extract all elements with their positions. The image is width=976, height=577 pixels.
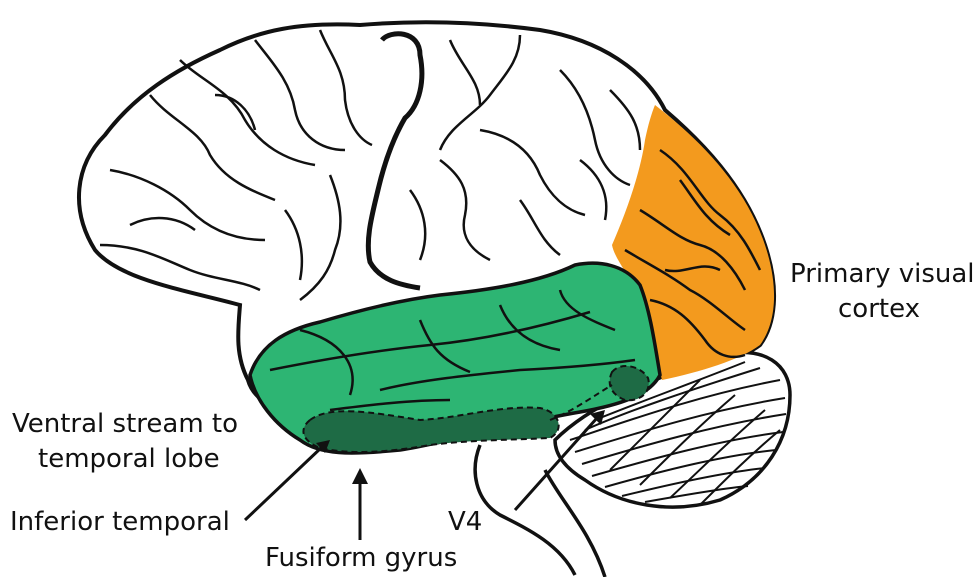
label-primary-visual-line2: cortex — [838, 294, 920, 324]
label-v4: V4 — [448, 507, 482, 537]
inferior-temporal-arrow — [245, 447, 322, 520]
label-primary-visual-line1: Primary visual — [790, 259, 975, 289]
v4-region — [610, 366, 649, 400]
label-ventral-line2: temporal lobe — [38, 444, 220, 474]
fusiform-arrowhead — [352, 468, 368, 484]
brainstem — [475, 445, 575, 575]
label-ventral-line1: Ventral stream to — [12, 409, 238, 439]
label-fusiform-gyrus: Fusiform gyrus — [265, 543, 457, 573]
label-inferior-temporal: Inferior temporal — [10, 507, 230, 537]
